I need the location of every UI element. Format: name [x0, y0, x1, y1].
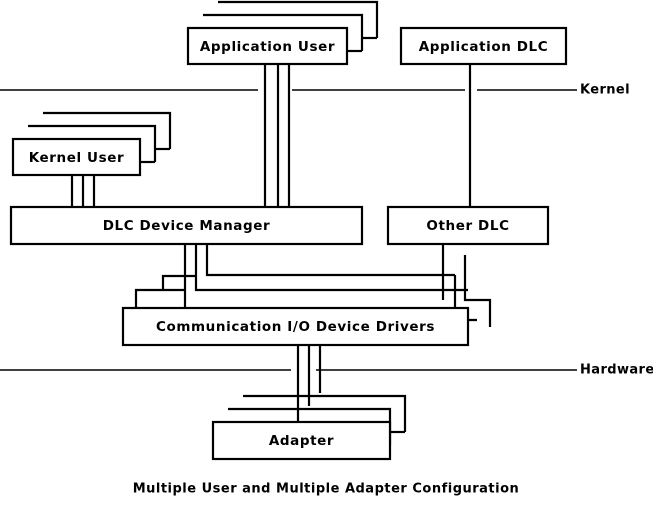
- dlc-mgr-conn-elbow-inner: [205, 244, 455, 277]
- adapter-box-outline: [211, 420, 392, 461]
- application-dlc-label: Application DLC: [419, 39, 549, 55]
- box-adapter[interactable]: Adapter: [211, 420, 392, 461]
- application-user-stack-decoration: [203, 0, 379, 53]
- other-dlc-box-outline: [386, 205, 550, 246]
- connector-comm-io-to-adapter: [296, 345, 322, 422]
- kernel-user-stack-sheet-3: [43, 111, 172, 149]
- kernel-user-label: Kernel User: [29, 150, 125, 166]
- box-dlc-device-manager[interactable]: DLC Device Manager: [9, 205, 364, 246]
- application-user-stack-sheet-3: [218, 0, 379, 38]
- kernel-boundary-label: Kernel: [580, 83, 630, 98]
- adapter-label: Adapter: [269, 433, 334, 449]
- dlc-mgr-conn-elbow-outer: [194, 244, 468, 292]
- other-dlc-label: Other DLC: [426, 218, 509, 234]
- comm-io-feed-elbow-lower: [134, 288, 185, 308]
- kernel-user-stack-decoration: [28, 111, 172, 164]
- kernel-user-stack-sheet-2: [28, 124, 157, 162]
- connector-kernel-user-to-dlc-device-manager: [70, 175, 96, 207]
- hardware-boundary-label: Hardware: [580, 363, 653, 378]
- box-other-dlc[interactable]: Other DLC: [386, 205, 550, 246]
- comm-io-feed-elbow-upper: [161, 274, 196, 290]
- box-application-dlc[interactable]: Application DLC: [399, 26, 568, 66]
- communication-io-device-drivers-box-outline: [121, 306, 470, 347]
- application-user-label: Application User: [200, 39, 335, 55]
- kernel-user-box-outline: [11, 137, 142, 177]
- communication-io-device-drivers-label: Communication I/O Device Drivers: [156, 319, 435, 335]
- application-user-box-outline: [186, 26, 349, 66]
- dlc-device-manager-label: DLC Device Manager: [103, 218, 271, 234]
- figure-caption: Multiple User and Multiple Adapter Confi…: [133, 482, 520, 497]
- box-communication-io-device-drivers[interactable]: Communication I/O Device Drivers: [121, 306, 470, 347]
- other-dlc-conn-elbow-outer: [463, 255, 492, 327]
- box-kernel-user[interactable]: Kernel User: [11, 137, 142, 177]
- dlc-device-manager-box-outline: [9, 205, 364, 246]
- connector-dlc-device-manager-to-comm-io: [183, 244, 468, 308]
- box-application-user[interactable]: Application User: [186, 26, 349, 66]
- adapter-stack-sheet-3: [243, 394, 407, 432]
- application-user-stack-sheet-2: [203, 13, 364, 51]
- connector-application-user-to-dlc-device-manager: [263, 64, 291, 207]
- application-dlc-box-outline: [399, 26, 568, 66]
